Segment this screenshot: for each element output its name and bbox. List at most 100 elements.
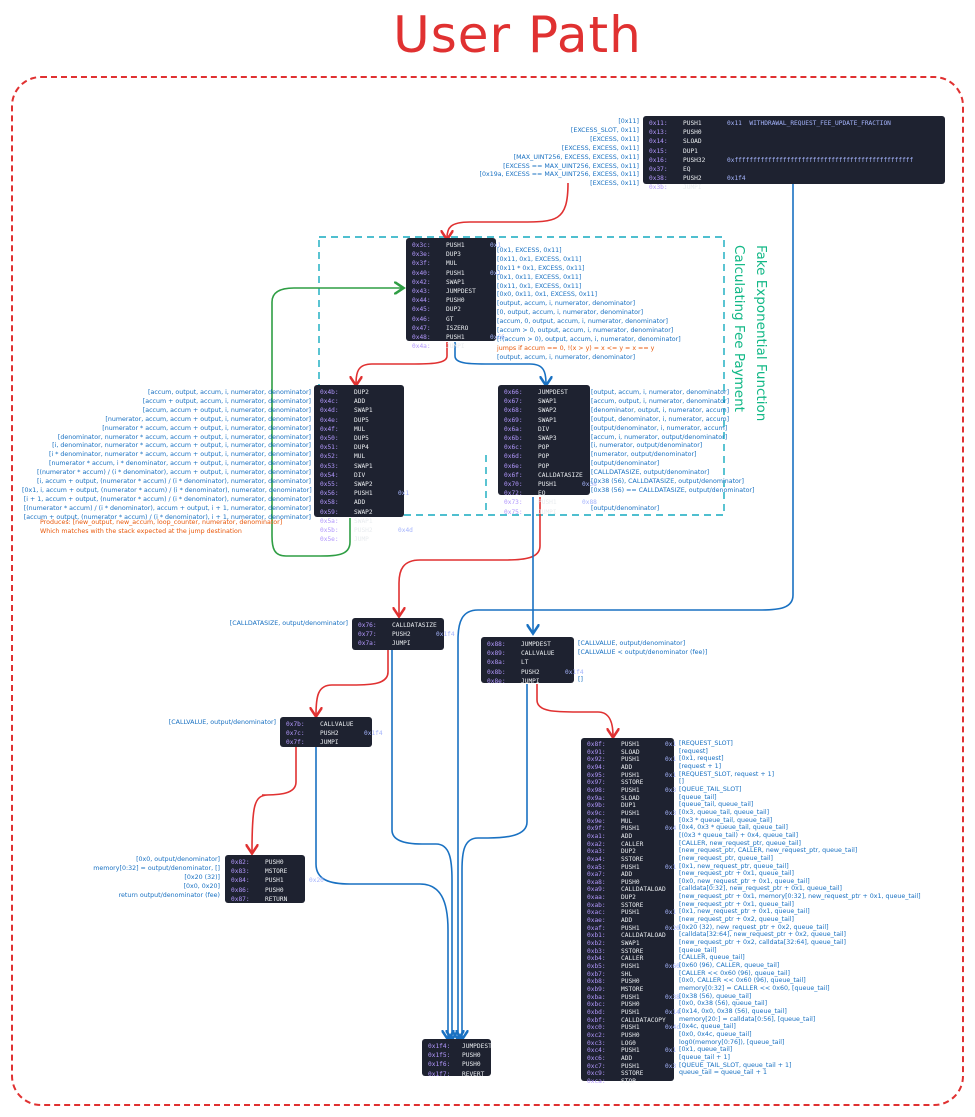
opcode-address: 0xc6:	[587, 1054, 606, 1062]
opcode-address: 0xa9:	[587, 886, 606, 894]
opcode-operand: 0x1	[490, 242, 502, 249]
opcode-operand: 0x11 WITHDRAWAL_REQUEST_FEE_UPDATE_FRACT…	[727, 120, 891, 127]
jump-destination-note: Which matches with the stack expected at…	[40, 528, 242, 535]
opcode-address: 0xc0:	[587, 1024, 606, 1032]
opcode-opcode: SSTORE	[621, 1070, 644, 1078]
opcode-line: 0xa4:SSTORE	[587, 856, 668, 864]
opcode-address: 0x6a:	[504, 425, 523, 433]
opcode-operand: 0x4d	[398, 527, 413, 535]
opcode-opcode: DUP4	[354, 444, 369, 452]
opcode-opcode: PUSH0	[621, 1001, 640, 1009]
opcode-operand: 0x4c	[665, 1024, 680, 1032]
opcode-opcode: SSTORE	[621, 901, 644, 909]
opcode-opcode: PUSH0	[462, 1052, 481, 1060]
stack-annotation-line: [output/denominator]	[591, 460, 660, 468]
opcode-opcode: CALLVALUE	[320, 721, 354, 728]
stack-annotation-line	[578, 667, 707, 676]
opcode-operand: 0x1f4	[436, 631, 455, 639]
opcode-line: 0x89:CALLVALUE	[487, 649, 568, 658]
opcode-line: 0x51:DUP4	[320, 443, 398, 452]
opcode-address: 0x1f5:	[428, 1052, 451, 1060]
opcode-line: 0x6d:POP	[504, 452, 584, 461]
opcode-address: 0x3b:	[649, 184, 668, 192]
opcode-line: 0x53:SWAP1	[320, 462, 398, 471]
stack-annotation-line: [0x38 (56) == CALLDATASIZE, output/denom…	[591, 486, 755, 494]
stack-annotation-line: [accum, output, i, numerator, denominato…	[591, 397, 730, 405]
opcode-address: 0x87:	[231, 895, 250, 903]
opcode-opcode: PUSH1	[621, 771, 640, 779]
opcode-opcode: PUSH0	[265, 886, 284, 894]
opcode-opcode: PUSH1	[621, 993, 640, 1001]
opcode-line: 0x45:DUP2	[412, 305, 490, 314]
opcode-address: 0x69:	[504, 416, 523, 424]
opcode-address: 0xa5:	[587, 863, 606, 871]
opcode-address: 0x4c:	[320, 398, 339, 406]
stack-annotation-line: [request + 1]	[679, 762, 722, 770]
opcode-address: 0xa2:	[587, 840, 606, 848]
opcode-opcode: DUP2	[621, 848, 636, 856]
stack-annotations-loop-exit: [output, accum, i, numerator, denominato…	[591, 389, 754, 514]
stack-annotation-line: [CALLER, new_request_ptr, queue_tail]	[679, 839, 801, 847]
opcode-line: 0x9a:SLOAD	[587, 795, 668, 803]
opcode-address: 0xa7:	[587, 871, 606, 879]
opcode-line: 0xb7:SHL	[587, 971, 668, 979]
opcode-opcode: CALLDATASIZE	[392, 622, 437, 629]
opcode-address: 0xb3:	[587, 947, 606, 955]
stack-annotation-line: [output/denominator, i, numerator, accum…	[591, 424, 728, 432]
arrow-value-to-revert	[315, 747, 448, 1038]
opcode-line: 0x1f4:JUMPDEST	[428, 1042, 492, 1051]
opcode-address: 0x88:	[487, 641, 506, 648]
opcode-address: 0xb5:	[587, 963, 606, 971]
opcode-opcode: ADD	[621, 917, 633, 925]
stack-annotation-line: [request]	[679, 747, 708, 755]
arrow-top-to-revert	[458, 183, 794, 1038]
opcode-address: 0x75:	[504, 508, 523, 516]
opcode-address: 0x45:	[412, 306, 431, 314]
opcode-opcode: SWAP2	[354, 508, 373, 516]
stack-annotation-line: [0x11]	[618, 118, 639, 125]
opcode-opcode: PUSH2	[683, 175, 702, 183]
opcode-address: 0xc9:	[587, 1070, 606, 1078]
stack-annotation-line: [numerator * accum, accum + output, i, n…	[102, 424, 311, 432]
opcode-opcode: SLOAD	[683, 138, 702, 146]
opcode-opcode: PUSH1	[621, 963, 640, 971]
opcode-opcode: PUSH1	[446, 269, 465, 277]
opcode-line: 0x7b:CALLVALUE	[286, 720, 366, 729]
opcode-line: 0xa2:CALLER	[587, 841, 668, 849]
opcode-operand: 0x38	[665, 993, 680, 1001]
opcode-opcode: DUP1	[621, 802, 636, 810]
opcode-address: 0x6b:	[504, 435, 523, 443]
opcode-address: 0x89:	[487, 650, 506, 658]
opcode-address: 0x9b:	[587, 802, 606, 810]
opcode-opcode: ISZERO	[446, 324, 469, 332]
stack-annotation-line: [queue_tail, queue_tail]	[679, 801, 754, 809]
stack-annotation-line: [i, denominator, numerator * accum, accu…	[52, 442, 311, 450]
opcode-opcode: PUSH1	[354, 490, 373, 498]
opcode-address: 0x9a:	[587, 794, 606, 802]
opcode-line: 0x9e:MUL	[587, 818, 668, 826]
stack-annotation-line: [0x0, 0x11, 0x1, EXCESS, 0x11]	[497, 291, 598, 299]
opcode-opcode: PUSH1	[621, 756, 640, 764]
opcode-operand: 0x1	[665, 1047, 677, 1055]
stack-annotations-calldatasize: [CALLDATASIZE, output/denominator]	[200, 620, 348, 629]
opcode-address: 0x43:	[412, 288, 431, 296]
stack-annotation-line: [queue_tail]	[679, 793, 717, 801]
opcode-address: 0xb8:	[587, 978, 606, 986]
stack-annotation-line: [CALLER, queue_tail]	[679, 954, 745, 962]
opcode-line: 0xb2:SWAP1	[587, 940, 668, 948]
opcode-opcode: MSTORE	[265, 868, 288, 876]
opcode-address: 0x66:	[504, 389, 523, 396]
opcode-address: 0x3c:	[412, 242, 431, 249]
opcode-opcode: PUSH1	[621, 909, 640, 917]
opcode-line: 0x82:PUSH0	[231, 858, 299, 867]
opcode-opcode: CALLER	[621, 955, 644, 963]
stack-annotation-line: [0x1, new_request_ptr, queue_tail]	[679, 862, 789, 870]
stack-annotation-line: [0x20 (32)]	[184, 873, 220, 881]
opcode-address: 0x91:	[587, 748, 606, 756]
stack-annotation-line: [accum, 0, output, accum, i, numerator, …	[497, 318, 668, 326]
